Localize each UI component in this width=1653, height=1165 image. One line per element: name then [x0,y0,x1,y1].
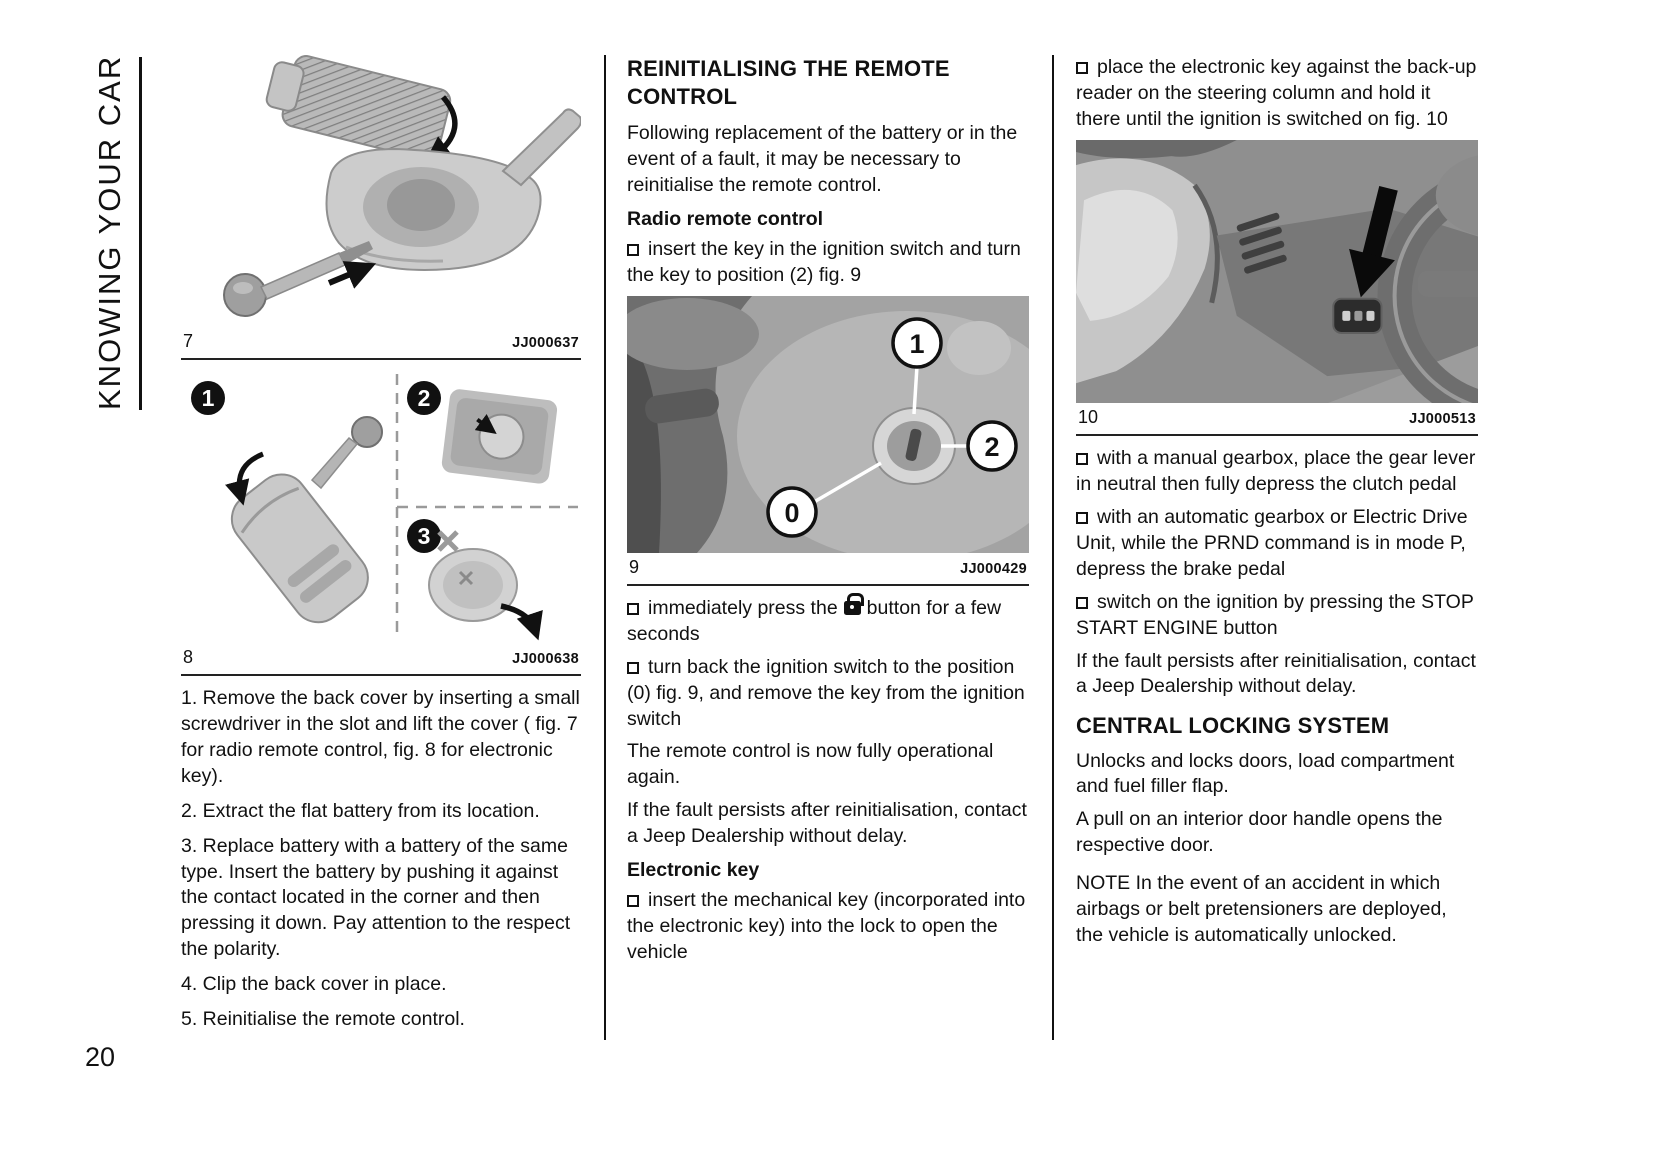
fig9-callout-0: 0 [766,486,818,538]
fig8-lift-arrow [225,451,265,506]
battery-replacement-steps: 1. Remove the back cover by inserting a … [181,686,581,1033]
chapter-title-rule [139,57,142,410]
fig8-step-badge-2: 2 [407,381,441,415]
bullet-text: with a manual gearbox, place the gear le… [1076,447,1476,495]
column-divider-right [1052,55,1054,1040]
step-3: 3. Replace battery with a battery of the… [181,834,571,961]
fig8-step-badge-1: 1 [191,381,225,415]
fig7-screwdriver [223,241,373,317]
fig7-battery-cover [265,55,452,161]
bullet-switch-on-ignition: switch on the ignition by pressing the S… [1076,590,1478,642]
square-bullet-icon [627,661,639,674]
bullet-insert-key: insert the key in the ignition switch an… [627,237,1029,289]
figure-number: 10 [1078,407,1099,428]
figure-number: 8 [183,647,194,667]
figure-10-photo [1076,139,1478,404]
chapter-title-vertical: KNOWING YOUR CAR [92,54,127,410]
bullet-text: insert the key in the ignition switch an… [627,238,1021,286]
fig7-key-blade [501,108,581,187]
fig10-ignition-device [1332,297,1383,334]
bullet-text: turn back the ignition switch to the pos… [627,655,1025,730]
fig8-electronic-key [230,473,369,624]
bullet-text: switch on the ignition by pressing the S… [1076,590,1474,639]
column-divider-left [604,55,606,1040]
figure-8-caption: 8 JJ000638 [181,643,581,676]
figure-code: JJ000513 [1409,411,1476,428]
bullet-text: with an automatic gearbox or Electric Dr… [1076,505,1468,580]
step-2: 2. Extract the flat battery from its loc… [181,799,540,822]
column-left: 7 JJ000637 1 2 3 [181,55,581,1042]
square-bullet-icon [627,895,639,908]
figure-code: JJ000637 [512,335,579,351]
section-heading-central-locking: CENTRAL LOCKING SYSTEM [1076,713,1390,739]
svg-text:2: 2 [984,432,999,462]
figure-number: 9 [629,556,640,577]
figure-8-illustration: 1 2 3 [181,370,581,643]
fig8-press-arrow [500,603,543,641]
figure-9-photo: 1 2 0 [627,295,1029,553]
para-unlocks: Unlocks and locks doors, load compartmen… [1076,749,1455,798]
bullet-manual-gearbox: with a manual gearbox, place the gear le… [1076,446,1478,498]
fig8-step-badge-3: 3 [407,519,441,553]
figure-7-caption: 7 JJ000637 [181,327,581,360]
electronic-key-subhead: Electronic key [627,859,760,882]
bullet-place-electronic-key: place the electronic key against the bac… [1076,55,1478,133]
svg-text:0: 0 [784,498,799,528]
figure-10-caption: 10 JJ000513 [1076,403,1478,437]
radio-remote-subhead: Radio remote control [627,208,824,231]
bullet-insert-mechanical-key: insert the mechanical key (incorporated … [627,888,1029,966]
para-fault-middle: If the fault persists after reinitialisa… [627,799,1027,848]
svg-text:1: 1 [202,385,215,411]
figure-9-caption: 9 JJ000429 [627,553,1029,586]
para-fault-right: If the fault persists after reinitialisa… [1076,649,1476,698]
figure-code: JJ000638 [512,651,579,667]
para-operational: The remote control is now fully operatio… [627,740,994,789]
lock-icon [843,592,864,615]
square-bullet-icon [1076,511,1088,524]
figure-7-illustration [181,55,581,327]
para-door-handle: A pull on an interior door handle opens … [1076,808,1443,857]
section-heading-reinitialising: REINITIALISING THE REMOTE CONTROL [627,56,950,110]
bullet-turn-back: turn back the ignition switch to the pos… [627,655,1029,733]
bullet-text: place the electronic key against the bac… [1076,56,1477,130]
bullet-text: insert the mechanical key (incorporated … [627,889,1026,963]
page-number: 20 [85,1042,116,1072]
fig8-screwdriver [310,416,383,490]
fig9-callout-2: 2 [966,420,1018,472]
fig9-callout-1: 1 [891,317,943,369]
square-bullet-icon [1076,453,1088,466]
step-1: 1. Remove the back cover by inserting a … [181,687,580,787]
square-bullet-icon [1076,62,1088,74]
square-bullet-icon [627,602,639,615]
square-bullet-icon [627,244,639,256]
step-4: 4. Clip the back cover in place. [181,973,447,996]
bullet-text-post: button for a few seconds [627,596,1002,645]
svg-text:2: 2 [418,385,431,411]
para-note-accident: NOTE In the event of an accident in whic… [1076,872,1447,947]
fig8-inset-key-back [437,385,562,488]
fig8-flat-battery [428,530,518,622]
fig7-insert-arrow [327,261,377,289]
fig10-pointer-arrow [1349,185,1398,298]
svg-text:3: 3 [418,523,431,549]
intro-paragraph: Following replacement of the battery or … [627,122,1018,197]
fig10-steering-wheel [1377,155,1478,404]
bullet-text-pre: immediately press the [648,596,838,619]
figure-code: JJ000429 [960,560,1027,577]
bullet-automatic-gearbox: with an automatic gearbox or Electric Dr… [1076,505,1478,583]
svg-text:1: 1 [909,329,924,359]
column-middle: REINITIALISING THE REMOTE CONTROL Follow… [627,55,1029,973]
fig10-air-vent [1236,212,1287,274]
column-right: place the electronic key against the bac… [1076,55,1478,956]
step-5: 5. Reinitialise the remote control. [181,1008,465,1031]
square-bullet-icon [1076,596,1088,609]
figure-number: 7 [183,331,194,351]
